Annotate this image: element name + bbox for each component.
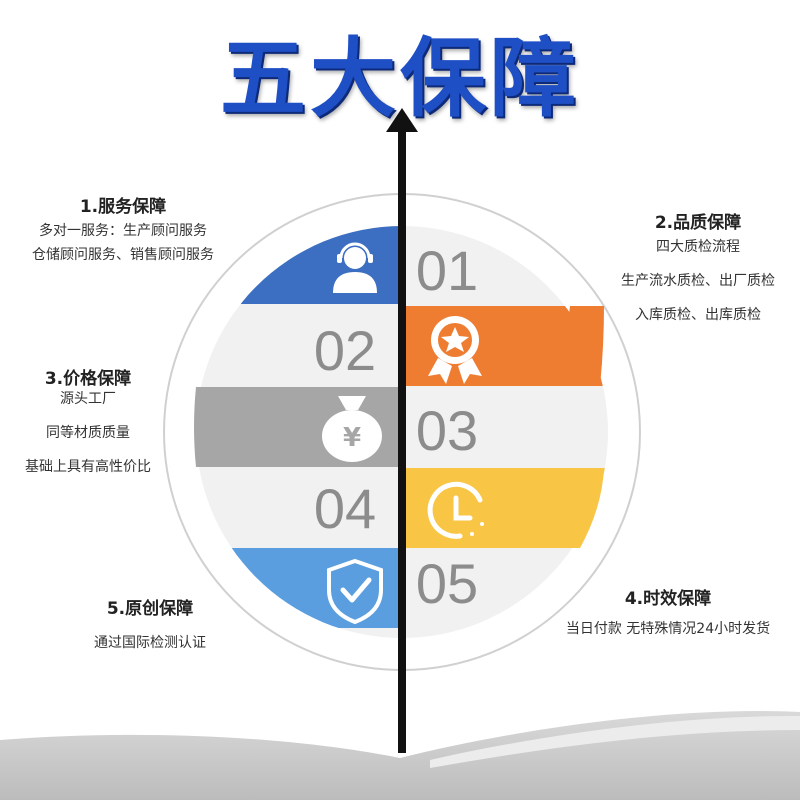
- money-bag-icon: ¥: [322, 396, 382, 462]
- section-price-line: 同等材质质量: [46, 425, 130, 441]
- section-quality-heading: 2.品质保障: [654, 213, 742, 233]
- section-timeliness: 4.时效保障 当日付款 无特殊情况24小时发货: [536, 590, 800, 638]
- section-service-heading: 1.服务保障: [79, 197, 167, 217]
- ground-highlight: [430, 715, 800, 768]
- section-timeliness-heading: 4.时效保障: [624, 589, 712, 609]
- section-service-line: 仓储顾问服务、销售顾问服务: [32, 247, 214, 263]
- number-04: 04: [314, 477, 376, 540]
- clock-icon: [427, 481, 484, 539]
- section-price-line: 基础上具有高性价比: [25, 459, 151, 475]
- page-title: 五大保障: [220, 29, 580, 129]
- svg-text:¥: ¥: [343, 423, 361, 453]
- number-05: 05: [416, 552, 478, 615]
- section-original-heading: 5.原创保障: [106, 599, 194, 619]
- band-03-ext: [194, 387, 230, 467]
- award-badge-icon: [428, 316, 482, 384]
- section-quality-line: 生产流水质检、出厂质检: [621, 273, 775, 289]
- section-service-line: 多对一服务：生产顾问服务: [39, 223, 207, 239]
- section-price-line: 源头工厂: [60, 391, 116, 407]
- number-03: 03: [416, 399, 478, 462]
- number-01: 01: [416, 239, 478, 302]
- band-04-ext: [540, 468, 604, 548]
- number-02: 02: [314, 319, 376, 382]
- section-quality-line: 入库质检、出库质检: [635, 307, 761, 323]
- arrow-head-icon: [386, 108, 418, 132]
- section-price-heading: 3.价格保障: [44, 369, 132, 389]
- band-02-ext: [560, 306, 604, 386]
- section-original-line: 通过国际检测认证: [94, 635, 206, 651]
- section-service: 1.服务保障 多对一服务：生产顾问服务 仓储顾问服务、销售顾问服务: [0, 198, 246, 264]
- section-price: 3.价格保障 源头工厂 同等材质质量 基础上具有高性价比: [0, 370, 176, 476]
- shield-check-icon: [327, 558, 383, 625]
- arrow-shaft: [398, 125, 406, 753]
- headset-user-icon: [333, 242, 377, 293]
- section-timeliness-line: 当日付款 无特殊情况24小时发货: [565, 621, 771, 637]
- section-original: 5.原创保障 通过国际检测认证: [60, 600, 240, 652]
- section-quality: 2.品质保障 四大质检流程 生产流水质检、出厂质检 入库质检、出库质检: [596, 214, 800, 324]
- section-quality-line: 四大质检流程: [656, 239, 740, 255]
